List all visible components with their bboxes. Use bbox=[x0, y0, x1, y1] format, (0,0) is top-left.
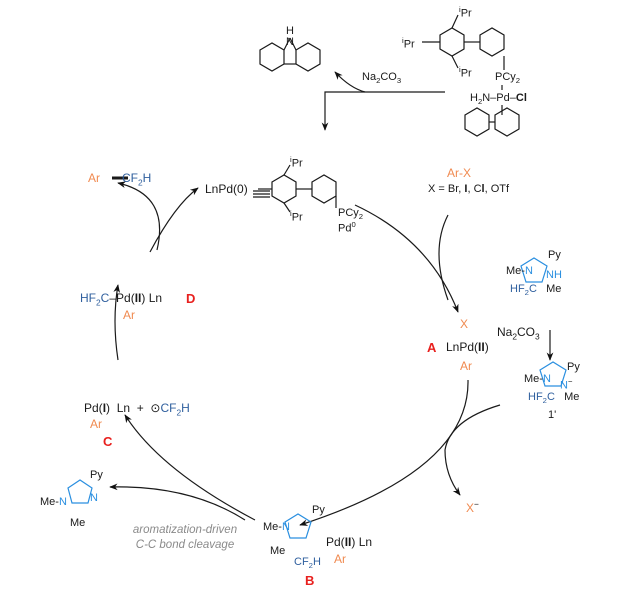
a-x: X bbox=[460, 317, 469, 331]
pcy2-label: PCy2 bbox=[495, 71, 521, 86]
a-center: LnPd(II) bbox=[446, 340, 489, 354]
pd0-ligand-structure bbox=[258, 164, 337, 213]
triazole-me-n: Me-N bbox=[40, 496, 67, 508]
note-line-2: C-C bond cleavage bbox=[135, 539, 235, 551]
b-me: Me bbox=[270, 545, 286, 557]
arx-label: Ar-X bbox=[447, 166, 471, 180]
intermediate-b-ring bbox=[284, 513, 312, 539]
reagent-1-py: Py bbox=[548, 249, 561, 261]
anion-1p-ring bbox=[539, 361, 567, 387]
reagent-1-nh: NH bbox=[546, 269, 562, 281]
anion-hf2c: HF2C Me bbox=[528, 391, 580, 406]
pd0-ipr-3: iPr bbox=[290, 209, 303, 224]
ligand-exchange-arrow bbox=[299, 379, 469, 526]
d-center: HF2C–Pd(II) Ln bbox=[80, 291, 163, 308]
ipr-label-2: iPr bbox=[402, 36, 415, 51]
b-center: Pd(II) Ln bbox=[326, 535, 373, 549]
note-line-1: aromatization-driven bbox=[132, 524, 238, 536]
activation-base-label: Na2CO3 bbox=[362, 71, 402, 86]
tag-d: D bbox=[186, 291, 196, 306]
d-ar: Ar bbox=[123, 308, 135, 322]
triazole-release-arrow bbox=[109, 483, 246, 521]
pd0-label: LnPd(0) bbox=[205, 182, 248, 196]
precatalyst-structure bbox=[422, 14, 520, 137]
tag-c: C bbox=[103, 434, 113, 449]
c-ar: Ar bbox=[90, 417, 102, 431]
deprotonation-base: Na2CO3 bbox=[497, 325, 540, 342]
x-options-label: X = Br, I, Cl, OTf bbox=[428, 183, 510, 195]
tag-a: A bbox=[427, 340, 437, 355]
a-ar: Ar bbox=[460, 359, 472, 373]
b-ar: Ar bbox=[334, 552, 346, 566]
carbazole-structure bbox=[259, 37, 321, 72]
x-minus-label: X− bbox=[466, 499, 479, 515]
b-py: Py bbox=[312, 504, 325, 516]
ipr-label-3: iPr bbox=[459, 65, 472, 80]
triazole-byproduct-ring bbox=[67, 479, 93, 504]
triazole-me: Me bbox=[70, 517, 86, 529]
c-center: Pd(I) Ln + ⊙CF2H bbox=[84, 401, 190, 418]
anion-n: N− bbox=[560, 377, 573, 392]
b-cf2h: CF2H bbox=[294, 556, 321, 571]
oxidative-addition-arrow bbox=[354, 204, 459, 313]
triazole-py: Py bbox=[90, 469, 103, 481]
arx-entry-arrow bbox=[438, 214, 449, 301]
anion-1p-label: 1' bbox=[548, 409, 557, 421]
tag-b: B bbox=[305, 573, 315, 588]
x-release-arrow bbox=[444, 404, 501, 496]
triazole-n: N bbox=[90, 492, 98, 504]
anion-py: Py bbox=[567, 361, 580, 373]
catalyst-regeneration-arrow bbox=[149, 187, 199, 253]
cc-cleavage-arrow bbox=[124, 414, 256, 521]
activation-arrow bbox=[321, 91, 445, 131]
reductive-elimination-arrow bbox=[117, 181, 161, 251]
reagent-1-me: Me-N bbox=[506, 265, 533, 277]
reagent-1-ring bbox=[520, 257, 548, 283]
precatalyst-pd-label: H2N–Pd–Cl bbox=[470, 92, 527, 107]
carbazole-release-arrow bbox=[334, 71, 366, 93]
pd0-ipr-1: iPr bbox=[290, 155, 303, 170]
reagent-1-hf2c: HF2C Me bbox=[510, 283, 562, 298]
ipr-label-1: iPr bbox=[459, 5, 472, 20]
b-me-n: Me-N bbox=[263, 521, 290, 533]
radical-recombination-arrow bbox=[113, 284, 121, 361]
anion-me: Me-N bbox=[524, 373, 551, 385]
